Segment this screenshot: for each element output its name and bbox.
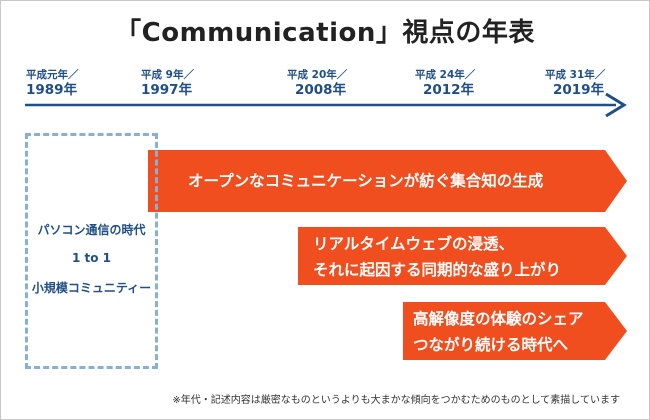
era-year: 1997年 [141, 81, 193, 98]
page-title: 「Communication」視点の年表 [115, 18, 535, 48]
era-label: 平成 24年／ [415, 69, 476, 81]
era-1997: 平成 9年／ 1997年 [141, 70, 194, 97]
arrow-3-text: 高解像度の体験のシェア つながり続ける時代へ [413, 306, 584, 358]
arrow-2-text: リアルタイムウェブの浸透、 それに起因する同期的な盛り上がり [313, 231, 561, 283]
era-label: 平成 9年／ [141, 69, 194, 81]
arrow-1-text: オープンなコミュニケーションが紡ぐ集合知の生成 [188, 172, 544, 190]
timeline-arrowhead-icon [605, 92, 627, 118]
era-2008: 平成 20年／ 2008年 [287, 70, 347, 97]
era-year: 2012年 [423, 81, 475, 98]
era-label: 平成 31年／ [545, 69, 606, 81]
arrow-3-line2: つながり続ける時代へ [413, 336, 569, 354]
arrow-shape-3 [403, 302, 627, 360]
left-box-line1: パソコン通信の時代 [37, 223, 146, 237]
arrow-2-line2: それに起因する同期的な盛り上がり [313, 261, 562, 279]
arrow-2-line1: リアルタイムウェブの浸透、 [313, 235, 515, 253]
arrow-3-line1: 高解像度の体験のシェア [413, 310, 584, 328]
left-box-line2: 1 to 1 [71, 251, 112, 265]
era-year: 2008年 [295, 81, 347, 98]
arrow-shape-2 [298, 227, 627, 285]
era-year: 1989年 [26, 81, 78, 98]
arrow-shape-1 [148, 150, 627, 212]
era-2019: 平成 31年／ 2019年 [545, 70, 605, 97]
footnote: ※年代・記述内容は厳密なものというよりも大まかな傾向をつかむためのものとして素描… [172, 395, 620, 406]
era-label: 平成元年／ [26, 69, 79, 81]
era-1989: 平成元年／ 1989年 [26, 70, 79, 97]
era-2012: 平成 24年／ 2012年 [415, 70, 475, 97]
left-box-line3: 小規模コミュニティー [31, 281, 152, 295]
era-year: 2019年 [553, 81, 605, 98]
dashed-era-box [25, 133, 158, 369]
era-label: 平成 20年／ [287, 69, 348, 81]
